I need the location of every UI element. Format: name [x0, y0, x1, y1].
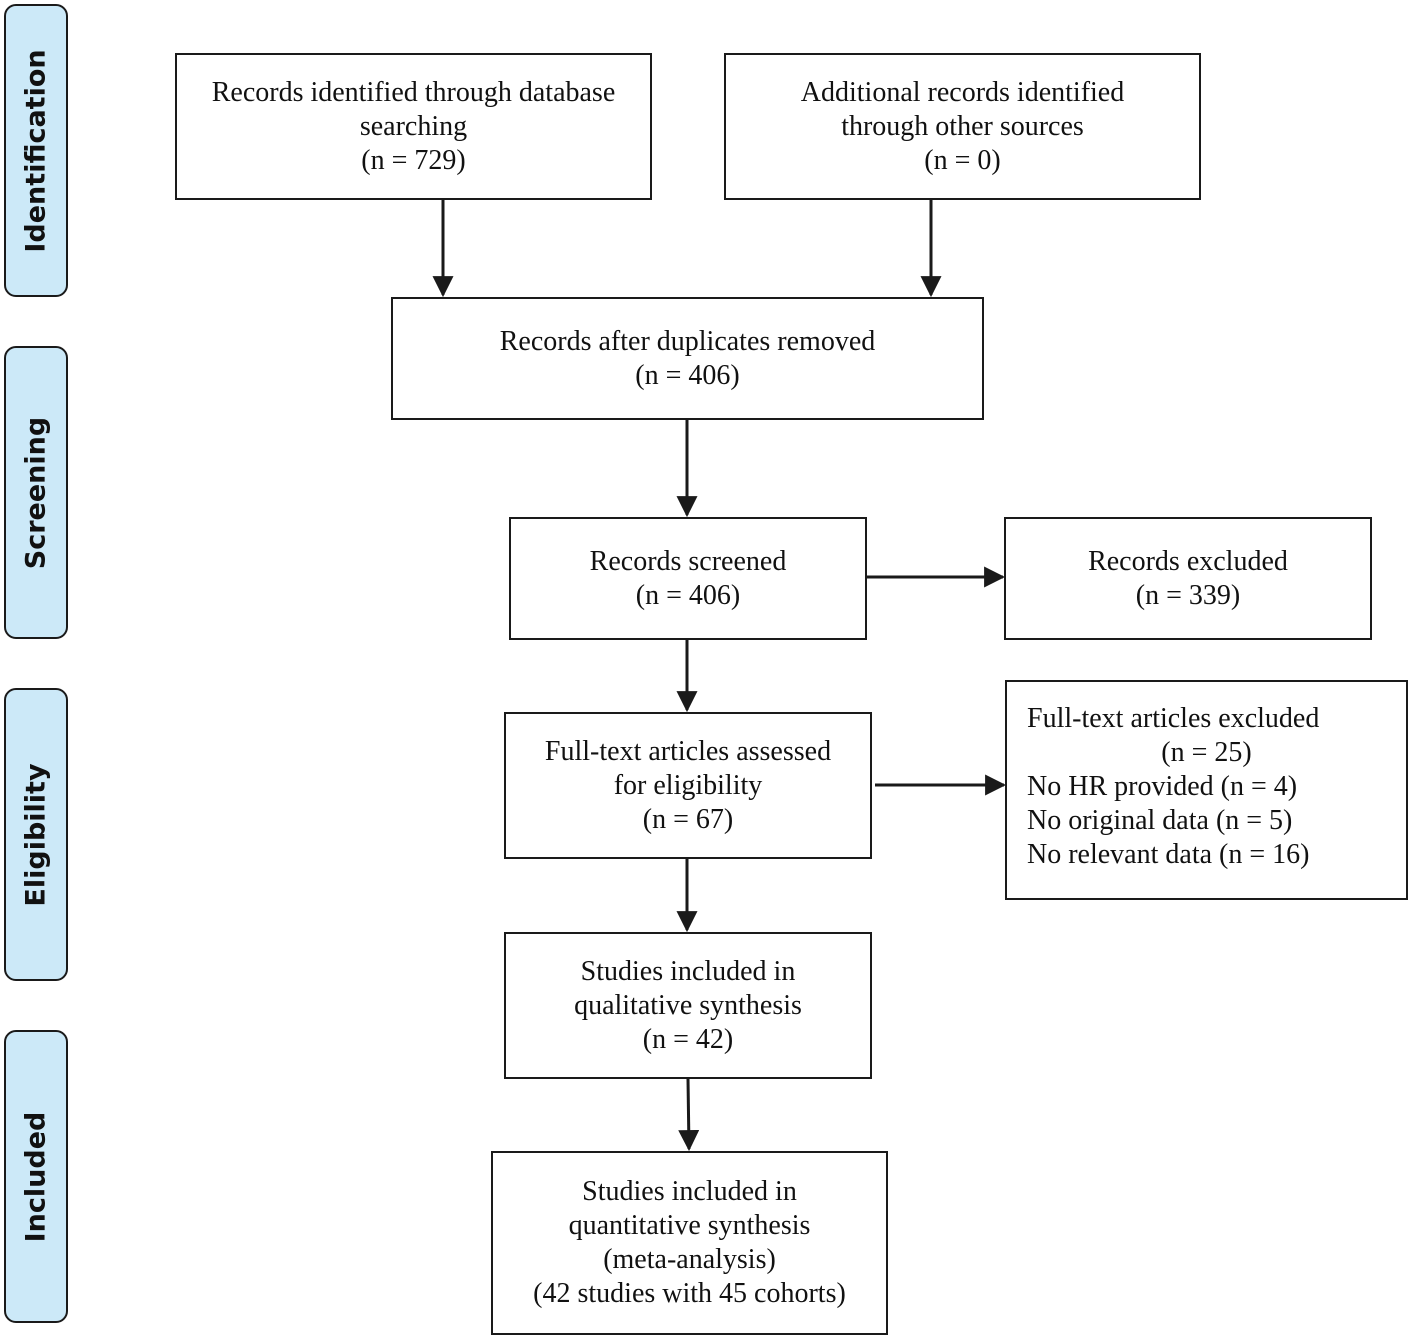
- fulltext-excluded-title: Full-text articles excluded: [1027, 703, 1320, 734]
- fulltext-count: (n = 67): [642, 803, 734, 835]
- arrow-qualitative-to-quantitative: [678, 1078, 700, 1152]
- duplicates-count: (n = 406): [635, 359, 740, 391]
- box-qualitative-synthesis: Studies included in qualitative synthesi…: [504, 932, 872, 1079]
- qualitative-line-1: Studies included in: [580, 955, 796, 987]
- stage-identification: Identification: [4, 4, 68, 297]
- box-quantitative-synthesis: Studies included in quantitative synthes…: [491, 1151, 888, 1335]
- fulltext-line-1: Full-text articles assessed: [544, 735, 832, 767]
- excluded-count: (n = 339): [1135, 579, 1241, 611]
- stage-included: Included: [4, 1030, 68, 1323]
- database-line-1: Records identified through database: [211, 76, 616, 108]
- quantitative-line-3: (meta-analysis): [603, 1244, 776, 1275]
- box-fulltext-excluded: Full-text articles excluded (n = 25) No …: [1005, 680, 1408, 900]
- exclusion-reason-no-relevant: No relevant data (n = 16): [1027, 839, 1310, 870]
- box-records-excluded: Records excluded (n = 339): [1004, 517, 1372, 640]
- fulltext-excluded-count: (n = 25): [1161, 737, 1252, 768]
- fulltext-line-2: for eligibility: [613, 769, 763, 801]
- box-other-sources: Additional records identified through ot…: [724, 53, 1201, 200]
- database-count: (n = 729): [361, 144, 466, 176]
- database-line-2: searching: [359, 110, 468, 142]
- screened-count: (n = 406): [635, 579, 741, 611]
- quantitative-line-1: Studies included in: [582, 1176, 797, 1207]
- other-count: (n = 0): [924, 144, 1001, 176]
- box-database-records: Records identified through database sear…: [175, 53, 652, 200]
- exclusion-reason-no-hr: No HR provided (n = 4): [1027, 771, 1298, 802]
- stage-eligibility: Eligibility: [4, 688, 68, 981]
- qualitative-count: (n = 42): [642, 1023, 734, 1055]
- box-fulltext-assessed: Full-text articles assessed for eligibil…: [504, 712, 872, 859]
- exclusion-reason-no-original: No original data (n = 5): [1027, 805, 1293, 836]
- box-records-screened: Records screened (n = 406): [509, 517, 867, 640]
- other-line-1: Additional records identified: [800, 76, 1125, 108]
- stage-screening: Screening: [4, 346, 68, 639]
- excluded-line-1: Records excluded: [1088, 545, 1288, 577]
- qualitative-line-2: qualitative synthesis: [574, 989, 802, 1021]
- quantitative-line-2: quantitative synthesis: [568, 1210, 811, 1241]
- quantitative-cohorts: (42 studies with 45 cohorts): [533, 1278, 846, 1309]
- other-line-2: through other sources: [841, 110, 1084, 142]
- box-duplicates-removed: Records after duplicates removed (n = 40…: [391, 297, 984, 420]
- screened-line-1: Records screened: [589, 545, 787, 577]
- duplicates-line-1: Records after duplicates removed: [499, 325, 876, 357]
